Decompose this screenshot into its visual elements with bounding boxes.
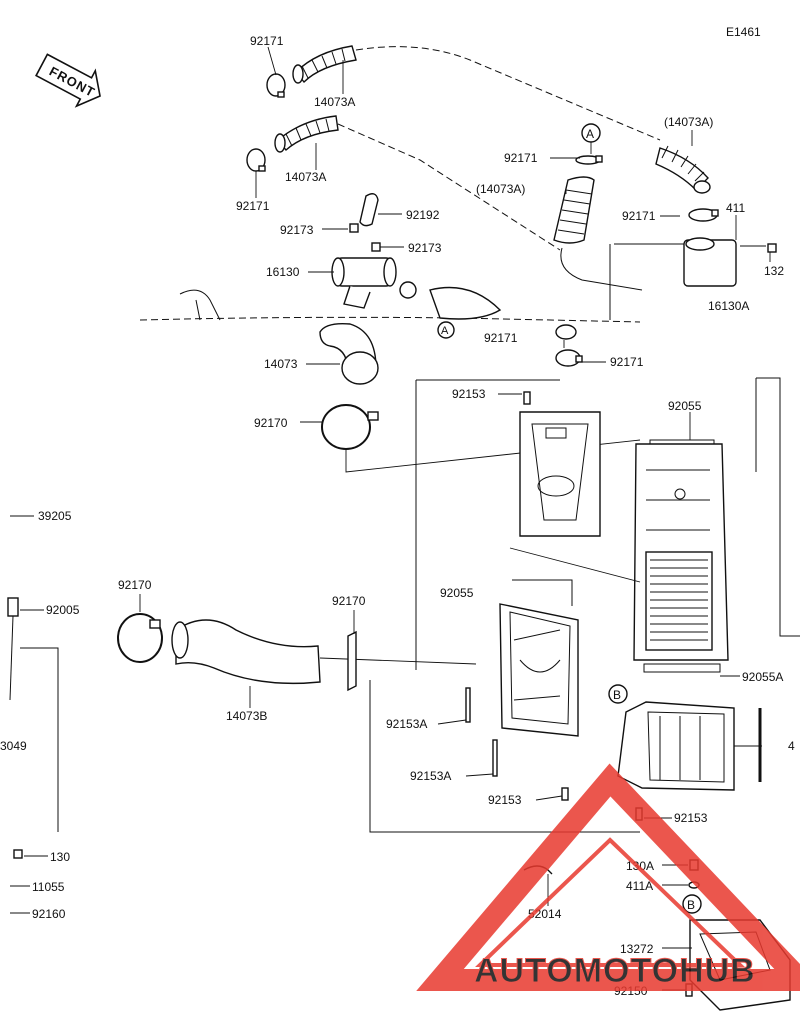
bolt-92153-top: [523, 391, 531, 405]
bolt-92153A-b: [492, 739, 498, 777]
label-92173-a: 92173: [280, 223, 314, 237]
bolt-130: [13, 849, 23, 859]
hose-14073A-mid: [553, 176, 643, 291]
label-14073A-second: 14073A: [285, 170, 326, 184]
label-14073A-top: 14073A: [314, 95, 355, 109]
label-4-cut: 4: [788, 739, 795, 753]
label-16130: 16130: [266, 265, 300, 279]
bolt-92153A-a: [465, 687, 471, 723]
throttle-body-16130A: [683, 237, 777, 287]
label-39205: 39205: [38, 509, 72, 523]
intercooler: [633, 439, 729, 673]
label-92171-top: 92171: [250, 34, 284, 48]
label-14073A-paren-right: (14073A): [664, 115, 713, 129]
label-92171-mid: 92171: [504, 151, 538, 165]
svg-text:A: A: [441, 325, 449, 337]
label-92153-top: 92153: [452, 387, 486, 401]
diagram-code: E1461: [726, 25, 761, 39]
label-92171-right: 92171: [622, 209, 656, 223]
gasket-92170-mid: [347, 630, 357, 692]
label-92192: 92192: [406, 208, 440, 222]
svg-text:A: A: [586, 127, 594, 141]
label-92153-lower: 92153: [488, 793, 522, 807]
label-92171-center: 92171: [484, 331, 518, 345]
intake-housing-lower: [617, 701, 762, 791]
bolt-92153-lower: [561, 787, 569, 801]
hose-14073A-second: [274, 115, 339, 153]
clamp-92171-right: [688, 208, 719, 222]
hose-14073A-right: [655, 145, 711, 194]
label-130: 130: [50, 850, 70, 864]
label-92055-top: 92055: [668, 399, 702, 413]
label-132: 132: [764, 264, 784, 278]
svg-text:B: B: [613, 688, 621, 702]
label-14073: 14073: [264, 357, 298, 371]
callout-a-center: A: [437, 321, 455, 339]
label-92055A: 92055A: [742, 670, 783, 684]
label-11055: 11055: [32, 880, 65, 894]
label-92160: 92160: [32, 907, 66, 921]
intake-plate-mid: [499, 579, 579, 737]
label-92153A-b: 92153A: [410, 769, 451, 783]
clamp-92171-top: [266, 73, 286, 98]
callout-a-top: A: [581, 123, 601, 154]
intake-plate-top: [519, 411, 601, 537]
front-arrow-icon: FRONT: [35, 53, 101, 108]
watermark-text: AUTOMOTOHUB: [474, 952, 756, 990]
label-92170-top: 92170: [254, 416, 288, 430]
hose-14073A-top: [292, 45, 357, 84]
sensor-92005: [7, 597, 19, 701]
clamp-92171-mid: [575, 155, 603, 165]
label-92170-left: 92170: [118, 578, 152, 592]
hose-14073B: [171, 619, 321, 685]
callout-b-bottom: B: [682, 894, 702, 914]
clamp-92171-center: [555, 324, 577, 340]
pipe-92192: [359, 193, 379, 227]
label-92005: 92005: [46, 603, 80, 617]
label-92055-mid: 92055: [440, 586, 474, 600]
label-92171-left: 92171: [236, 199, 270, 213]
clamp-92171-left: [246, 148, 266, 172]
label-92173-b: 92173: [408, 241, 442, 255]
label-14073B: 14073B: [226, 709, 267, 723]
label-3049: 3049: [0, 739, 27, 753]
callout-b-housing: B: [608, 684, 628, 704]
label-92153-right: 92153: [674, 811, 708, 825]
label-411A: 411A: [626, 879, 653, 893]
label-411-top: 411: [726, 201, 745, 215]
watermark-logo: AUTOMOTOHUB: [416, 763, 800, 991]
bolt-92173-b: [371, 242, 381, 252]
clamp-92170-top: [321, 404, 379, 450]
label-13272: 13272: [620, 942, 654, 956]
hose-14073: [319, 322, 379, 385]
label-92153A-a: 92153A: [386, 717, 427, 731]
label-92171-center-right: 92171: [610, 355, 644, 369]
label-16130A: 16130A: [708, 299, 749, 313]
label-92170-mid: 92170: [332, 594, 366, 608]
clamp-92171-center-right: [555, 349, 583, 367]
svg-text:B: B: [687, 898, 695, 912]
bolt-92173-a: [349, 223, 359, 233]
label-14073A-paren-mid: (14073A): [476, 182, 525, 196]
clamp-92170-left: [117, 613, 163, 663]
throttle-body-16130: [331, 257, 417, 309]
